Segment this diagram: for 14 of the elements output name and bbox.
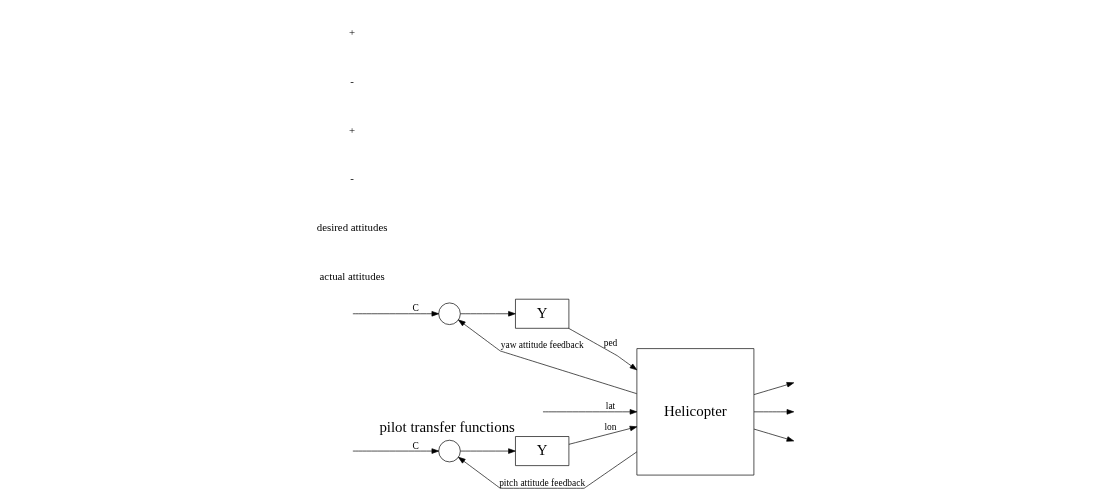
edge-label: C [412, 303, 419, 314]
label: actual attitudes [319, 269, 385, 282]
label: - [350, 75, 354, 87]
edge-label: pitch attitude feedback [499, 477, 586, 488]
edge-label: lon [604, 421, 617, 432]
label: + [349, 123, 356, 136]
edge-label: C [412, 440, 419, 451]
edge-label: yaw attitude feedback [500, 340, 584, 351]
edge-label: lat [605, 401, 616, 412]
label: - [350, 172, 354, 185]
label: + [349, 26, 356, 39]
label: desired attitudes [316, 221, 388, 234]
node-label: pilot transfer functions [379, 419, 515, 436]
edge-label: ped [603, 337, 618, 348]
